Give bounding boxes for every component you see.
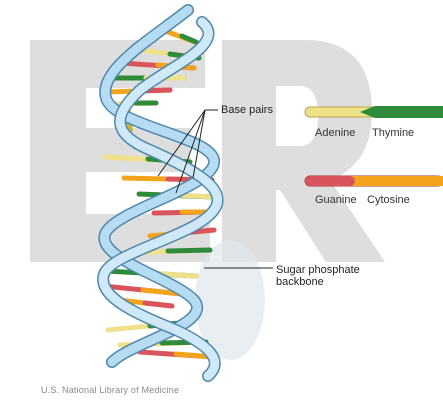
- backbone-label-line1: Sugar phosphate: [276, 264, 360, 276]
- base-pairs-label: Base pairs: [221, 104, 273, 116]
- legend-cytosine: Cytosine: [367, 194, 410, 206]
- base-pair: [154, 212, 210, 213]
- backbone-label-line2: backbone: [276, 276, 360, 288]
- legend-thymine: Thymine: [372, 127, 414, 139]
- legend-guanine: Guanine: [315, 194, 357, 206]
- credit-text: U.S. National Library of Medicine: [41, 385, 179, 395]
- backbone-label: Sugar phosphate backbone: [276, 264, 360, 288]
- legend-adenine: Adenine: [315, 127, 355, 139]
